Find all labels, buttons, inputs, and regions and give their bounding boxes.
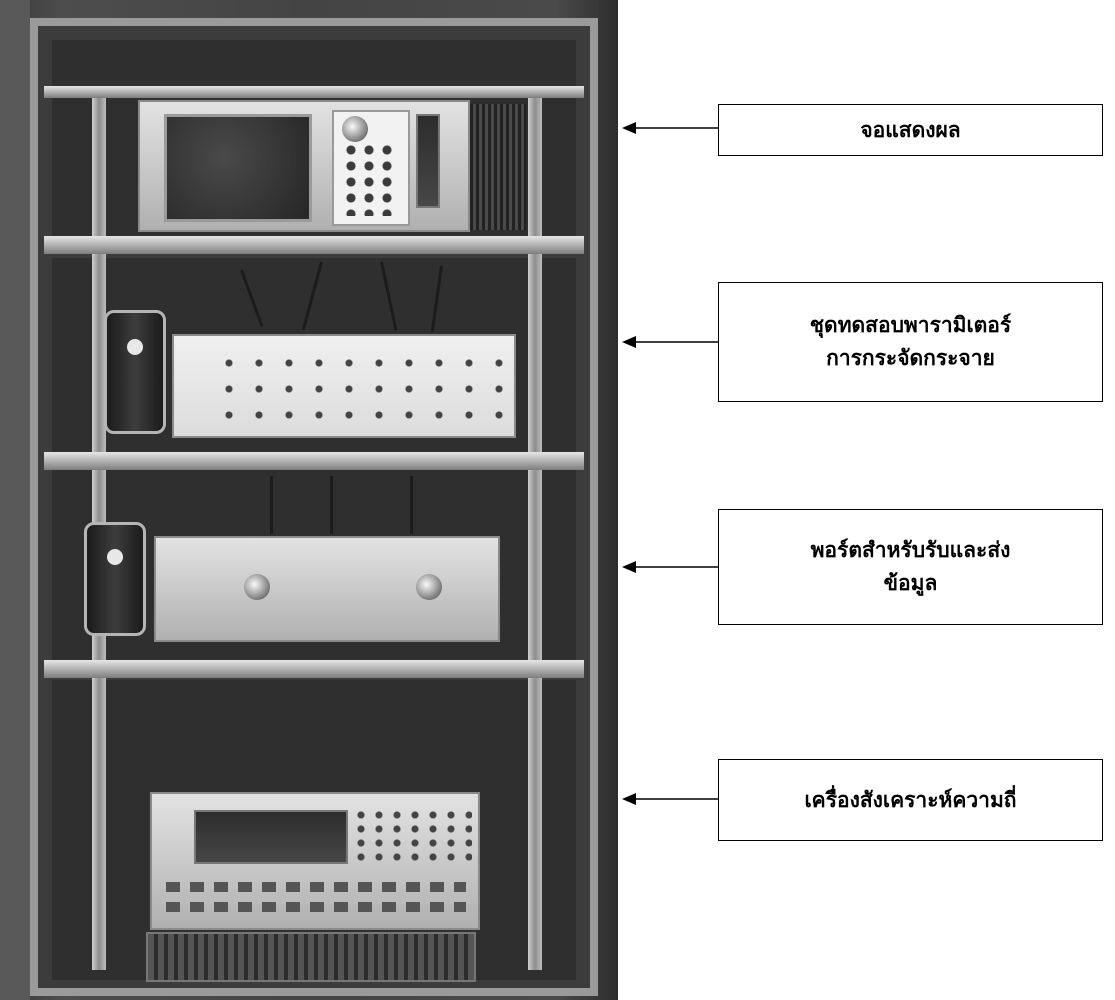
label-dispersion-tester-text: ชุดทดสอบพารามิเตอร์ การกระจัดกระจาย <box>809 312 1012 370</box>
vent-grille <box>470 104 526 230</box>
arrow-dispersion-tester <box>622 336 718 348</box>
speaker <box>84 522 146 636</box>
equipment-rack-photo <box>0 0 618 1000</box>
knob <box>416 574 442 600</box>
label-frequency-synthesizer-text: เครื่องสังเคราะห์ความถี่ <box>804 786 1017 812</box>
frequency-synthesizer-unit <box>150 792 480 930</box>
cable <box>270 476 273 534</box>
arrow-frequency-synthesizer <box>622 793 718 805</box>
speaker <box>104 310 166 434</box>
data-port-unit <box>154 536 500 642</box>
synth-button-row <box>166 902 466 912</box>
label-data-port: พอร์ตสำหรับรับและส่ง ข้อมูล <box>718 509 1103 625</box>
synth-buttons <box>352 808 472 864</box>
knob <box>244 574 270 600</box>
label-display-text: จอแสดงผล <box>860 116 961 142</box>
keyboard <box>146 932 476 982</box>
analyzer-unit <box>138 100 470 232</box>
label-data-port-text: พอร์ตสำหรับรับและส่ง ข้อมูล <box>810 537 1011 595</box>
synth-button-row <box>166 882 466 892</box>
rack-shelf <box>44 660 584 678</box>
arrow-display <box>622 122 718 134</box>
rack-post-right <box>528 90 542 970</box>
label-display: จอแสดงผล <box>718 104 1103 156</box>
tester-controls <box>214 350 504 426</box>
keypad-keys <box>342 142 400 216</box>
rack-shelf <box>44 86 584 98</box>
side-strip <box>416 114 440 208</box>
rack-shelf <box>44 452 584 470</box>
cable <box>330 476 333 534</box>
rack-shelf <box>44 236 584 254</box>
synth-display <box>194 810 348 864</box>
label-frequency-synthesizer: เครื่องสังเคราะห์ความถี่ <box>718 759 1103 841</box>
analyzer-screen <box>164 114 312 222</box>
label-dispersion-tester: ชุดทดสอบพารามิเตอร์ การกระจัดกระจาย <box>718 282 1103 402</box>
arrow-data-port <box>622 561 718 573</box>
knob <box>342 116 368 142</box>
cable <box>410 476 413 534</box>
dispersion-tester-unit <box>172 334 516 438</box>
left-wall <box>0 0 30 1000</box>
analyzer-keypad <box>332 110 410 226</box>
